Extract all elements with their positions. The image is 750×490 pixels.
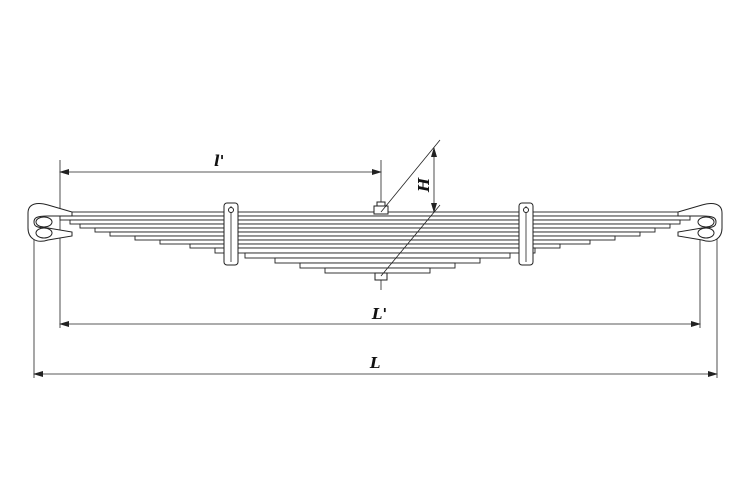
- left-rebound-clip: [223, 202, 239, 266]
- center-bolt: [373, 201, 389, 281]
- left-spring-eye: [27, 203, 73, 242]
- leaf-13: [299, 262, 456, 269]
- leaf-2: [59, 215, 691, 221]
- label-L-prime: L': [371, 305, 387, 323]
- leaf-11: [244, 252, 511, 259]
- leaf-6: [109, 231, 641, 237]
- leaf-10: [214, 247, 536, 254]
- leaf-stack: [49, 211, 701, 274]
- label-l-prime: l': [214, 152, 224, 170]
- label-L: L: [369, 354, 381, 372]
- leaf-4: [79, 223, 671, 229]
- right-rebound-clip: [518, 202, 534, 266]
- leaf-9: [189, 243, 561, 249]
- leaf-14: [324, 267, 431, 274]
- leaf-5: [94, 227, 656, 233]
- leaf-7: [134, 235, 616, 241]
- leaf-12: [274, 257, 481, 264]
- right-spring-eye: [677, 203, 723, 242]
- dim-H: [380, 139, 441, 277]
- label-H: H: [415, 177, 433, 193]
- leaf-3: [69, 219, 681, 225]
